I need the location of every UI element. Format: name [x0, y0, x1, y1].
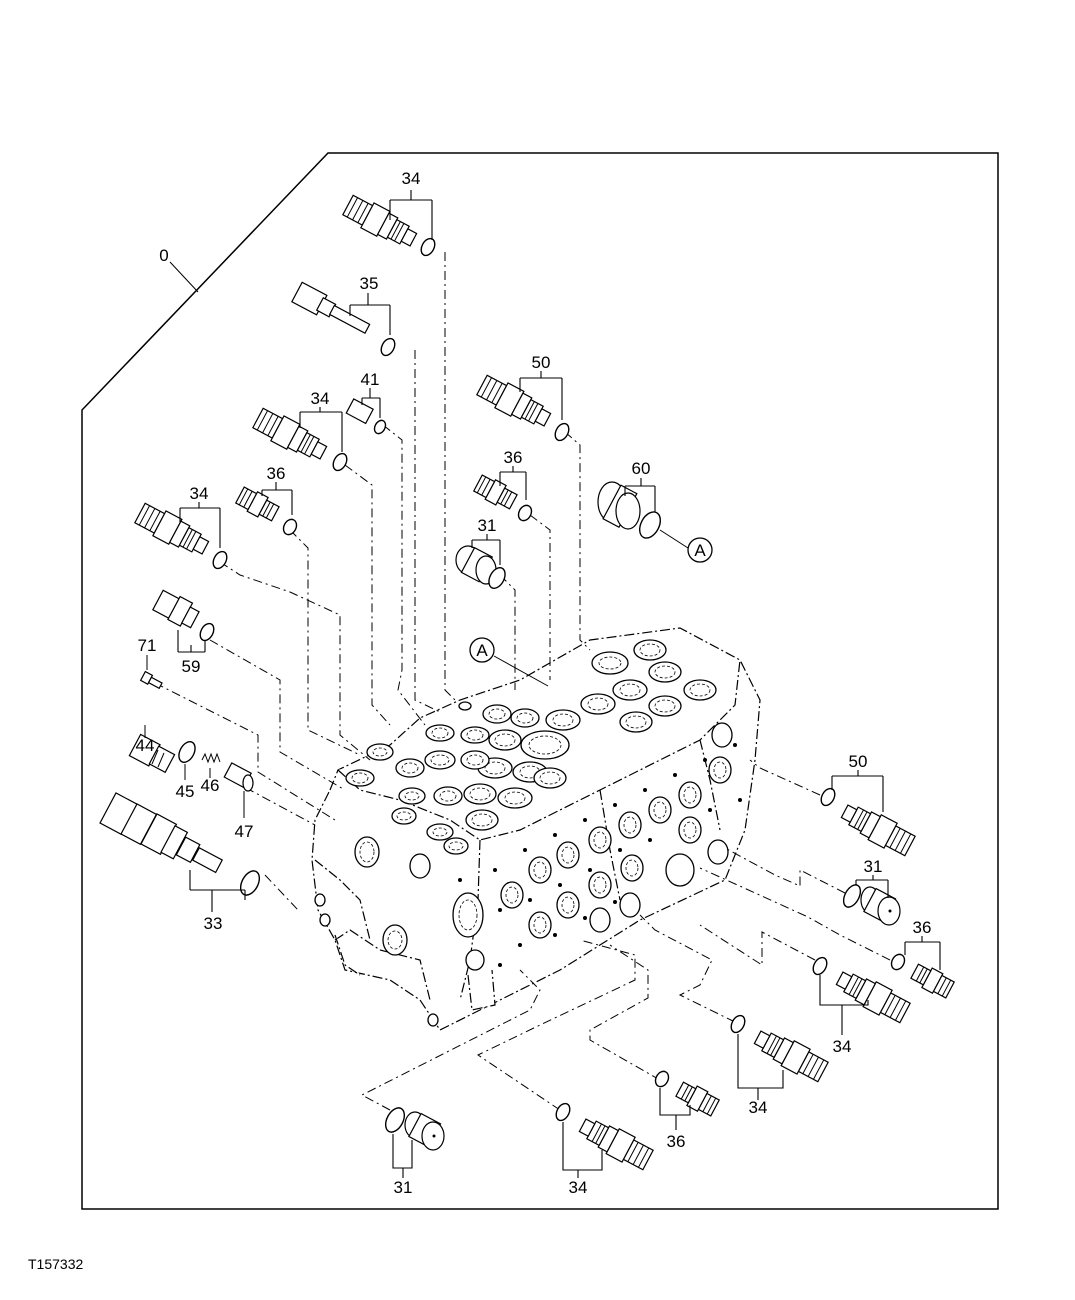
- callout-31-bottom: 31: [394, 1178, 413, 1197]
- callout-50-top: 50: [532, 353, 551, 372]
- callout-34-left: 34: [190, 484, 209, 503]
- front-ports: [314, 836, 485, 1027]
- plug-44: [128, 733, 176, 774]
- o-ring-45: [178, 741, 196, 763]
- callout-46: 46: [201, 776, 220, 795]
- plug-59: [152, 589, 215, 642]
- spring-46: [201, 752, 221, 764]
- valve-spool-35: [291, 281, 396, 357]
- callout-35: 35: [360, 274, 379, 293]
- callout-labels: 0 34 35 41 34 36 34 50 36 31 60 71 59 44…: [136, 169, 932, 1197]
- figure-id: T157332: [28, 1256, 84, 1272]
- callout-0: 0: [159, 246, 168, 265]
- screw-71: [139, 670, 163, 690]
- callout-45: 45: [176, 782, 195, 801]
- callout-36-center: 36: [504, 448, 523, 467]
- callout-44: 44: [136, 736, 155, 755]
- poppet-47: [223, 762, 254, 792]
- callout-71: 71: [138, 636, 157, 655]
- side-ports: [458, 722, 742, 982]
- relief-valve-34-bottom: [555, 1102, 656, 1173]
- callout-31-right: 31: [864, 857, 883, 876]
- leader-lines: [154, 252, 891, 1111]
- callout-34-top: 34: [402, 169, 421, 188]
- callout-34-right: 34: [833, 1037, 852, 1056]
- relief-valve-34-left: [132, 500, 228, 570]
- plug-36-left: [234, 484, 298, 536]
- callout-34-mid: 34: [311, 389, 330, 408]
- callout-36-left: 36: [267, 464, 286, 483]
- relief-valve-34-right: [812, 956, 913, 1026]
- plug-41: [345, 398, 387, 435]
- reference-a-body: A: [469, 637, 495, 663]
- relief-valve-50-right: [820, 787, 918, 859]
- plug-36-right: [890, 953, 956, 1001]
- reference-a-plug: A: [687, 537, 713, 563]
- callout-41: 41: [361, 370, 380, 389]
- svg-text:A: A: [476, 641, 488, 660]
- callout-34-bottom: 34: [569, 1178, 588, 1197]
- callout-60: 60: [632, 459, 651, 478]
- plug-31-bottom: [384, 1107, 445, 1151]
- relief-valve-34-mid: [250, 405, 348, 472]
- plug-60: [597, 481, 689, 549]
- diagram-frame: [81, 152, 999, 1210]
- plug-31-right: [842, 884, 901, 926]
- top-ports: [345, 639, 717, 855]
- relief-valve-34-lower-right: [730, 1014, 831, 1085]
- callout-33: 33: [204, 914, 223, 933]
- callout-47: 47: [235, 822, 254, 841]
- callout-36-right: 36: [913, 918, 932, 937]
- callout-36-bottom: 36: [667, 1132, 686, 1151]
- plug-31-center: [455, 545, 506, 589]
- label-brackets: [144, 190, 941, 1178]
- svg-text:A: A: [694, 541, 706, 560]
- main-relief-valve-33: [99, 792, 261, 896]
- control-valve-body: [311, 627, 761, 1031]
- callout-31-center: 31: [478, 516, 497, 535]
- plug-36-bottom: [654, 1070, 721, 1119]
- callout-50-right: 50: [849, 752, 868, 771]
- callout-34-lower-right: 34: [749, 1098, 768, 1117]
- relief-valve-50-top: [474, 372, 570, 442]
- callout-59: 59: [182, 657, 201, 676]
- plug-36-center: [472, 472, 533, 522]
